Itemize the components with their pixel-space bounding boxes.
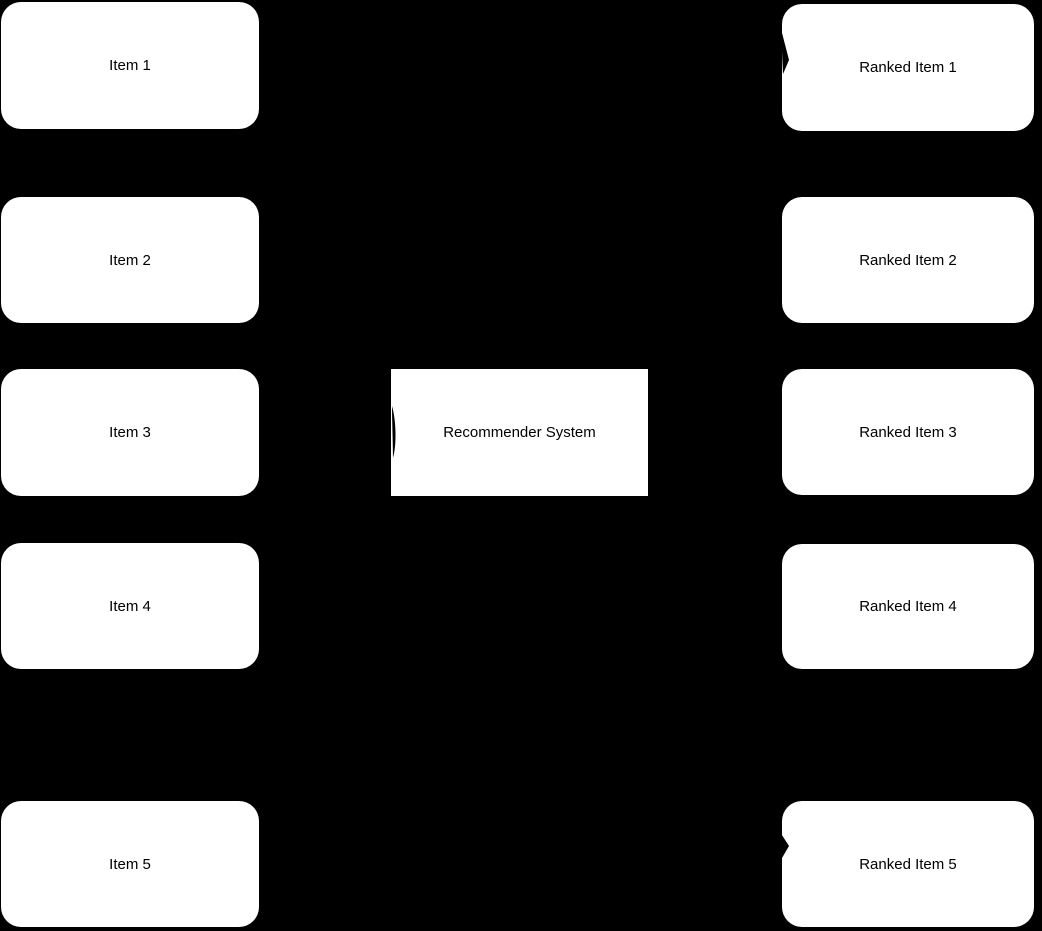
node-ranked-item-3: Ranked Item 3 bbox=[782, 369, 1034, 495]
node-recommender-system: Recommender System bbox=[391, 369, 648, 496]
node-ranked-item-1-label: Ranked Item 1 bbox=[859, 59, 957, 76]
node-recommender-system-label: Recommender System bbox=[443, 424, 596, 441]
node-ranked-item-5: Ranked Item 5 bbox=[782, 801, 1034, 927]
node-item-2-label: Item 2 bbox=[109, 251, 151, 269]
node-item-5: Item 5 bbox=[1, 801, 259, 927]
node-item-4-label: Item 4 bbox=[109, 597, 151, 615]
node-ranked-item-3-label: Ranked Item 3 bbox=[859, 423, 957, 441]
node-ranked-item-2-label: Ranked Item 2 bbox=[859, 251, 957, 269]
node-ranked-item-4: Ranked Item 4 bbox=[782, 544, 1034, 669]
node-item-3: Item 3 bbox=[1, 369, 259, 496]
node-item-1-label: Item 1 bbox=[109, 57, 151, 74]
node-item-4: Item 4 bbox=[1, 543, 259, 669]
node-item-1: Item 1 bbox=[1, 2, 259, 129]
node-ranked-item-1: Ranked Item 1 bbox=[782, 4, 1034, 131]
node-ranked-item-4-label: Ranked Item 4 bbox=[859, 598, 957, 615]
node-item-5-label: Item 5 bbox=[109, 855, 151, 873]
node-ranked-item-5-label: Ranked Item 5 bbox=[859, 855, 957, 873]
node-ranked-item-2: Ranked Item 2 bbox=[782, 197, 1034, 323]
node-item-3-label: Item 3 bbox=[109, 424, 151, 441]
node-item-2: Item 2 bbox=[1, 197, 259, 323]
